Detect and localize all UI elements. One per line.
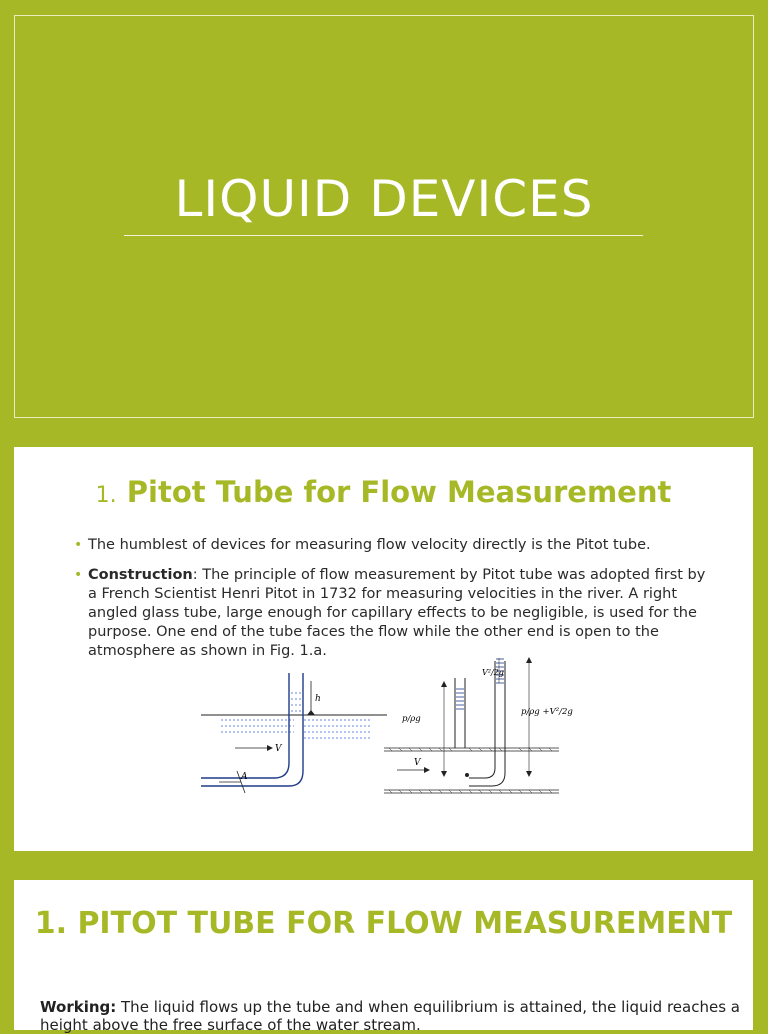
label-total-head: p/ρg +V²/2g — [521, 707, 573, 717]
deck-title: LIQUID DEVICES — [174, 170, 594, 228]
slide-body: Working: The liquid flows up the tube an… — [40, 998, 740, 1034]
bullet-dot-icon: • — [74, 567, 83, 583]
bullet-list: • The humblest of devices for measuring … — [74, 536, 714, 672]
title-underline — [124, 235, 643, 236]
title-slide: LIQUID DEVICES — [0, 0, 768, 432]
bullet-text: The humblest of devices for measuring fl… — [88, 537, 651, 553]
bullet-item: • Construction: The principle of flow me… — [74, 566, 714, 661]
label-v-left: V — [275, 744, 283, 754]
slide-title: 1. Pitot Tube for Flow Measurement — [14, 475, 753, 509]
body-text: The liquid flows up the tube and when eq… — [40, 998, 740, 1034]
label-v-right: V — [414, 758, 422, 768]
bullet-text: : The principle of flow measurement by P… — [88, 567, 706, 659]
pitot-tube-diagram: h V A — [201, 657, 573, 794]
bullet-lead: Construction — [88, 567, 193, 583]
title-slide-frame — [14, 15, 754, 418]
slide-title-text: Pitot Tube for Flow Measurement — [126, 475, 672, 509]
slide-title: 1. PITOT TUBE FOR FLOW MEASUREMENT — [34, 906, 733, 941]
bullet-item: • The humblest of devices for measuring … — [74, 536, 714, 555]
slide-title-number: 1. — [95, 483, 117, 508]
label-h: h — [315, 694, 321, 704]
bullet-dot-icon: • — [74, 537, 83, 553]
pitot-intro-slide: 1. Pitot Tube for Flow Measurement • The… — [14, 447, 753, 851]
pitot-working-slide: 1. PITOT TUBE FOR FLOW MEASUREMENT Worki… — [14, 880, 753, 1034]
label-p-rho-g: p/ρg — [402, 714, 421, 724]
label-a: A — [240, 772, 248, 782]
label-v2-2g: V²/2g — [482, 668, 504, 677]
body-lead: Working: — [40, 998, 117, 1016]
